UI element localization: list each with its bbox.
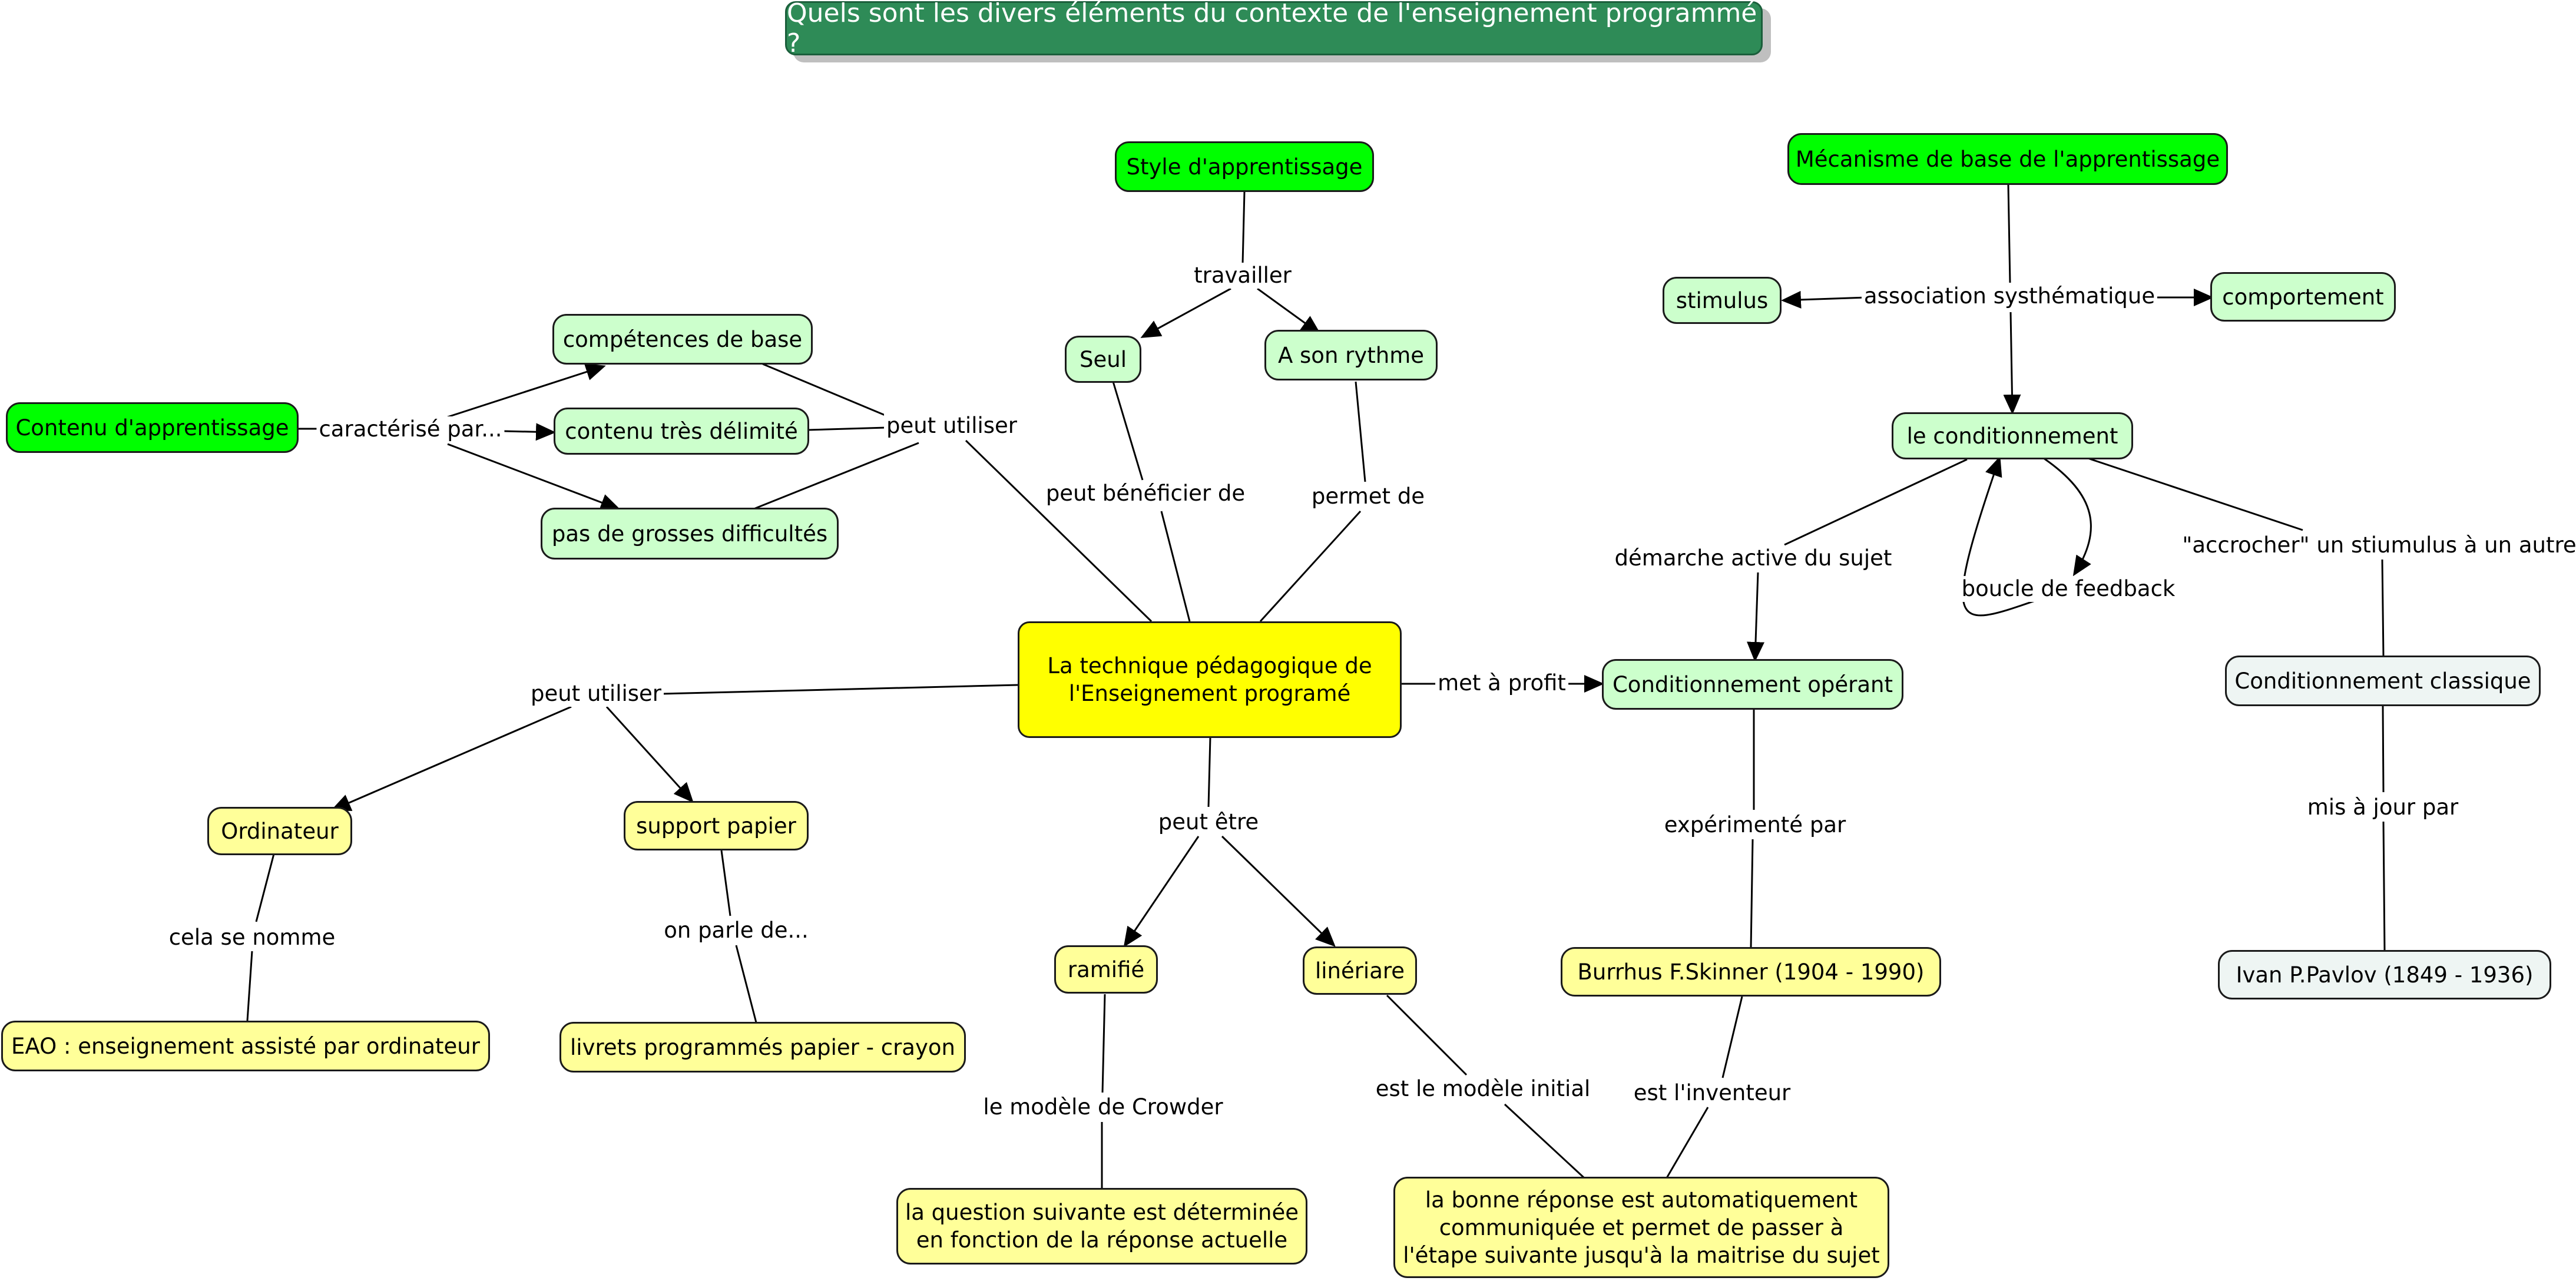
label-mis-a-jour-par: mis à jour par [2305,795,2461,820]
link-caracterise-competences [447,363,606,418]
node-competences-de-base[interactable]: compétences de base [552,314,813,365]
node-mecanisme-apprentissage[interactable]: Mécanisme de base de l'apprentissage [1787,133,2228,185]
link-ordinateur-nomme [255,853,275,922]
node-contenu-apprentissage[interactable]: Contenu d'apprentissage [6,402,299,453]
label-permet-de: permet de [1309,484,1428,509]
link-difficultes-peututiliser [753,442,919,510]
link-experimente-skinner [1750,839,1754,949]
link-peutetre-ramifie [1123,836,1200,948]
node-conditionnement-classique[interactable]: Conditionnement classique [2225,656,2541,706]
link-mecanisme-association [2007,184,2011,283]
link-travailler-seul [1140,287,1231,338]
link-demarche-operant [1747,572,1765,662]
node-style-apprentissage[interactable]: Style d'apprentissage [1115,141,1374,192]
link-conditionnement-demarche [1784,458,1968,546]
link-feedback-loop-a [1962,456,2062,617]
node-lineaire[interactable]: linériare [1303,946,1417,995]
link-seul-beneficier [1112,381,1144,481]
map-title: Quels sont les divers éléments du contex… [785,0,1763,58]
link-ramifie-crowder [1101,994,1106,1093]
label-boucle-feedback: boucle de feedback [1959,576,2178,602]
label-experimente-par: expérimenté par [1661,812,1849,838]
link-peutetre-lineaire [1221,835,1336,947]
label-cela-se-nomme: cela se nomme [166,925,338,951]
link-competences-peututiliser [762,363,890,418]
link-lineaire-initial [1386,994,1468,1076]
link-technique-peutetre [1207,737,1211,807]
label-peut-etre: peut être [1155,809,1261,835]
node-livrets-programmes[interactable]: livrets programmés papier - crayon [559,1022,966,1073]
link-peututiliser-technique [965,439,1153,623]
link-initial-bonne [1504,1103,1585,1179]
link-travailler-rythme [1257,287,1322,335]
link-nomme-eao [246,951,253,1021]
link-permet-technique [1259,510,1362,623]
node-contenu-tres-delimite[interactable]: contenu très délimité [554,408,809,455]
link-misajour-pavlov [2382,821,2386,952]
label-modele-crowder: le modèle de Crowder [981,1094,1226,1120]
node-seul[interactable]: Seul [1065,336,1141,383]
link-papier-parle [720,850,731,916]
label-modele-initial: est le modèle initial [1373,1076,1593,1102]
node-comportement[interactable]: comportement [2210,272,2396,322]
node-bonne-reponse[interactable]: la bonne réponse est automatiquement com… [1393,1177,1889,1278]
node-question-suivante[interactable]: la question suivante est déterminée en f… [896,1188,1307,1265]
label-accrocher-stimulus: "accrocher" un stiumulus à un autre [2180,532,2576,558]
node-le-conditionnement[interactable]: le conditionnement [1892,412,2133,459]
link-style-travailler [1241,191,1246,264]
link-parle-livrets [735,945,758,1025]
link-association-conditionnement [2003,312,2021,415]
link-peututiliser-papier [605,706,694,803]
label-peut-utiliser-top: peut utiliser [883,413,1020,439]
node-ordinateur[interactable]: Ordinateur [207,807,352,855]
label-demarche-active: démarche active du sujet [1612,545,1895,571]
node-pavlov[interactable]: Ivan P.Pavlov (1849 - 1936) [2218,950,2551,999]
node-support-papier[interactable]: support papier [624,801,809,850]
node-pas-de-grosses-difficultes[interactable]: pas de grosses difficultés [541,508,839,560]
link-inventeur-bonne [1666,1107,1709,1179]
label-association-systhematique: association systhématique [1861,283,2158,309]
label-caracterise-par: caractérisé par... [316,416,505,442]
link-caracterise-difficultes [447,443,621,511]
node-a-son-rythme[interactable]: A son rythme [1264,330,1438,380]
label-est-inventeur: est l'inventeur [1631,1080,1793,1106]
label-met-a-profit: met à profit [1435,670,1568,696]
node-stimulus[interactable]: stimulus [1663,277,1782,324]
label-peut-beneficier-de: peut bénéficier de [1043,481,1248,507]
label-on-parle-de: on parle de... [661,918,811,944]
link-skinner-inventeur [1721,996,1743,1078]
label-peut-utiliser-left: peut utiliser [528,681,664,707]
link-peututiliser-ordinateur [330,706,572,811]
link-technique-peututiliser [662,684,1018,695]
node-eao[interactable]: EAO : enseignement assisté par ordinateu… [1,1021,490,1071]
node-conditionnement-operant[interactable]: Conditionnement opérant [1602,659,1903,710]
link-conditionnement-accrocher [2087,457,2303,531]
link-accrocher-classique [2381,559,2385,657]
node-skinner[interactable]: Burrhus F.Skinner (1904 - 1990) [1561,947,1941,997]
node-technique-pedagogique[interactable]: La technique pédagogique de l'Enseigneme… [1018,621,1402,738]
link-delimite-peututiliser [807,426,887,431]
link-association-stimulus [1781,290,1868,309]
node-ramifie[interactable]: ramifié [1054,945,1158,994]
link-caracterise-delimite [503,423,556,441]
link-beneficier-technique [1160,511,1191,622]
link-feedback-loop-b [2043,457,2092,577]
label-travailler: travailler [1191,263,1294,289]
link-rythme-permet [1355,381,1366,482]
